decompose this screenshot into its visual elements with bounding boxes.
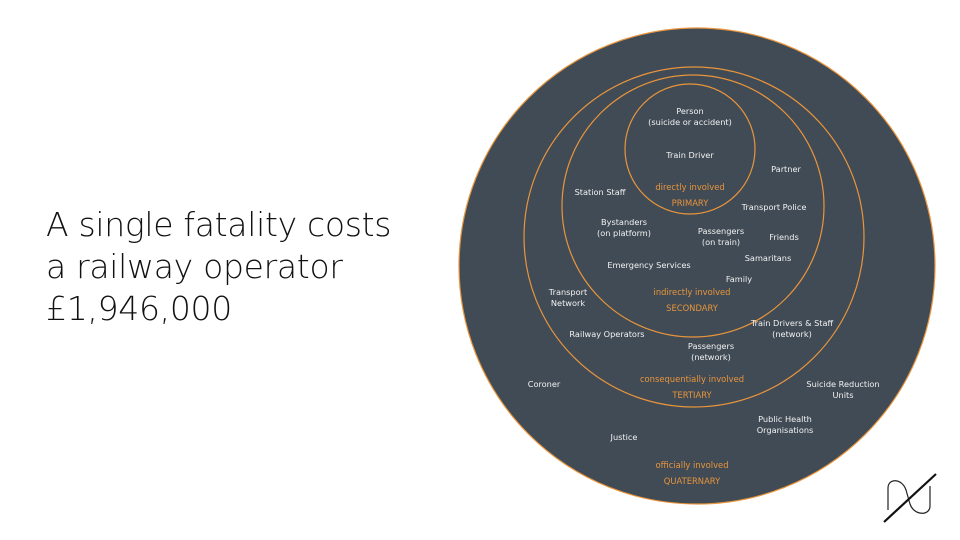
label-coroner: Coroner (528, 379, 561, 389)
label-justice: Justice (610, 432, 638, 442)
primary-circle (624, 83, 756, 215)
primary-name: PRIMARY (672, 198, 710, 208)
label-samaritans: Samaritans (745, 253, 792, 263)
label-passengers-train-detail: (on train) (702, 237, 740, 247)
label-partner: Partner (771, 164, 801, 174)
label-suicide-reduction: Suicide Reduction (806, 379, 879, 389)
label-station-staff: Station Staff (575, 187, 626, 197)
headline-line-2: a railway operator (46, 247, 343, 286)
brand-logo-icon (883, 473, 937, 523)
secondary-involvement: indirectly involved (654, 287, 731, 297)
label-public-health: Public Health (758, 414, 812, 424)
headline-line-3: £1,946,000 (46, 289, 232, 328)
label-transport-police: Transport Police (741, 202, 807, 212)
label-passengers-network-detail: (network) (691, 352, 731, 362)
label-passengers-train: Passengers (698, 226, 744, 236)
secondary-name: SECONDARY (666, 303, 719, 313)
label-bystanders-detail: (on platform) (597, 228, 651, 238)
headline: A single fatality costs a railway operat… (46, 204, 466, 330)
label-person: Person (676, 106, 704, 116)
label-passengers-network: Passengers (688, 341, 734, 351)
quaternary-name: QUATERNARY (664, 476, 721, 486)
label-train-drivers-staff: Train Drivers & Staff (750, 318, 834, 328)
label-bystanders: Bystanders (601, 217, 647, 227)
label-emergency-services: Emergency Services (607, 260, 690, 270)
label-suicide-reduction-detail: Units (833, 390, 854, 400)
label-public-health-detail: Organisations (757, 425, 814, 435)
label-transport-network-detail: Network (551, 298, 585, 308)
label-train-driver: Train Driver (665, 150, 714, 160)
label-family: Family (726, 274, 752, 284)
headline-line-1: A single fatality costs (46, 205, 392, 244)
label-transport-network: Transport (548, 287, 588, 297)
tertiary-involvement: consequentially involved (640, 374, 744, 384)
quaternary-involvement: officially involved (655, 460, 728, 470)
primary-involvement: directly involved (655, 182, 724, 192)
label-railway-operators: Railway Operators (569, 329, 644, 339)
label-friends: Friends (769, 232, 798, 242)
label-train-drivers-staff-detail: (network) (772, 329, 812, 339)
tertiary-name: TERTIARY (671, 390, 712, 400)
label-person-detail: (suicide or accident) (648, 117, 732, 127)
